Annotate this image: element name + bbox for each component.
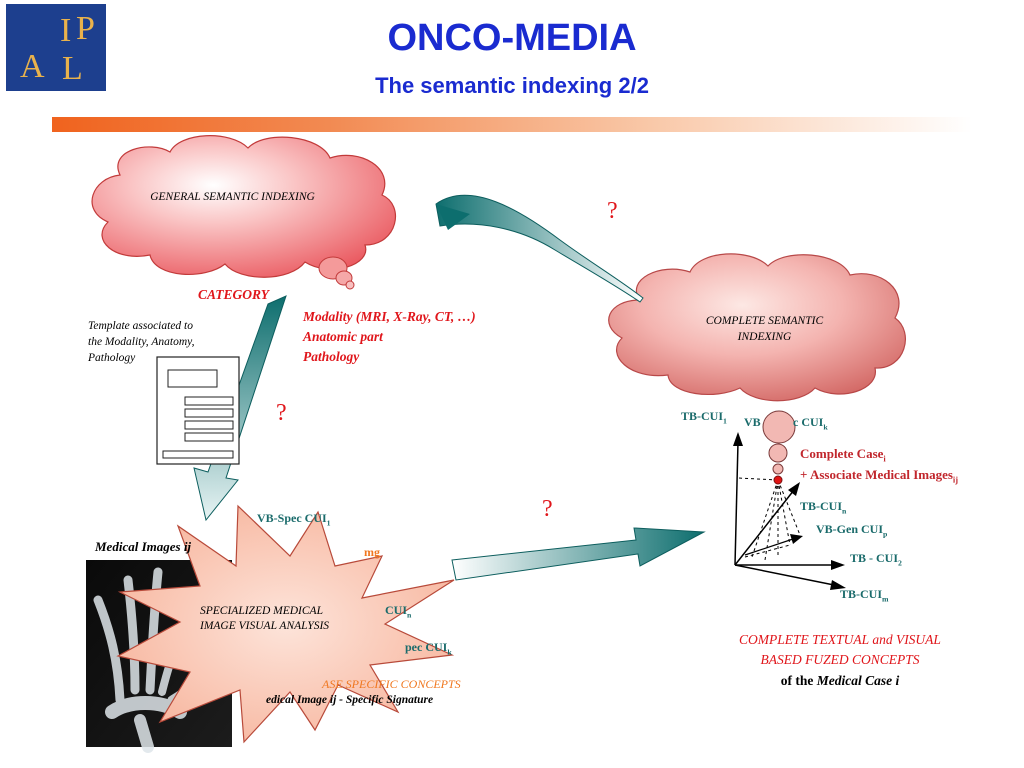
associate-images-label: + Associate Medical Imagesij	[800, 467, 959, 485]
signature-partial-label: edical Image ij - Specific Signature	[266, 694, 434, 706]
logo-letter: I	[60, 12, 72, 49]
header-gradient-bar	[52, 117, 972, 132]
fused-concepts-line3: of the Medical Case i	[780, 673, 900, 688]
tb-cui-m-label: TB-CUIm	[840, 587, 889, 604]
logo: I P A L	[6, 4, 106, 91]
question-mark: ?	[607, 198, 618, 224]
tb-cui-n-label: TB-CUIn	[800, 499, 847, 516]
modality-label: Modality (MRI, X-Ray, CT, …)	[303, 309, 476, 324]
logo-letter: P	[76, 10, 95, 47]
tb-cui-2-label: TB - CUI2	[850, 551, 902, 568]
pathology-label: Pathology	[303, 349, 360, 364]
concept-dashed-lines	[737, 477, 801, 561]
curved-arrow	[435, 194, 644, 303]
spec-partial-label: pec CUIk	[405, 640, 452, 657]
logo-letter: A	[20, 48, 45, 85]
curved-arrow-head	[436, 204, 470, 230]
template-document-icon	[156, 356, 240, 465]
vb-partial-cui-label: c CUIk	[793, 415, 828, 432]
complete-semantic-cloud	[608, 253, 906, 402]
starburst-shape	[116, 504, 455, 744]
fused-concepts-line1: COMPLETE TEXTUAL and VISUAL	[739, 632, 941, 647]
general-semantic-cloud	[91, 135, 397, 290]
page-title: ONCO-MEDIA	[387, 17, 637, 59]
concepts-partial-label: ASE SPECIFIC CONCEPTS	[322, 677, 461, 691]
complete-case-label: Complete Casei	[800, 446, 886, 464]
burst-label: SPECIALIZED MEDICAL IMAGE VISUAL ANALYSI…	[200, 605, 330, 632]
vb-partial-label: VB	[744, 415, 761, 429]
cui-partial-label: CUIn	[385, 603, 412, 620]
question-mark: ?	[276, 400, 287, 426]
vb-gen-label: VB-Gen CUIp	[816, 522, 888, 539]
template-note: Template associated to the Modality, Ana…	[88, 320, 195, 364]
case-bubbles	[762, 410, 796, 485]
anatomic-label: Anatomic part	[303, 329, 383, 344]
tb-cui-1-label: TB-CUI1	[681, 409, 727, 426]
page-subtitle: The semantic indexing 2/2	[375, 73, 649, 98]
medical-images-label: Medical Images ij	[95, 539, 192, 554]
category-label: CATEGORY	[198, 287, 270, 302]
general-semantic-label: GENERAL SEMANTIC INDEXING	[150, 191, 315, 203]
concept-axes	[733, 432, 846, 590]
fused-concepts-line2: BASED FUZED CONCEPTS	[760, 652, 920, 667]
question-mark: ?	[542, 496, 553, 522]
vb-spec-label: VB-Spec CUI1	[257, 511, 331, 528]
logo-letter: L	[62, 50, 83, 87]
complete-semantic-label: COMPLETE SEMANTIC INDEXING	[705, 315, 824, 343]
img-partial-label: mg	[364, 545, 380, 559]
right-arrow	[451, 527, 706, 581]
